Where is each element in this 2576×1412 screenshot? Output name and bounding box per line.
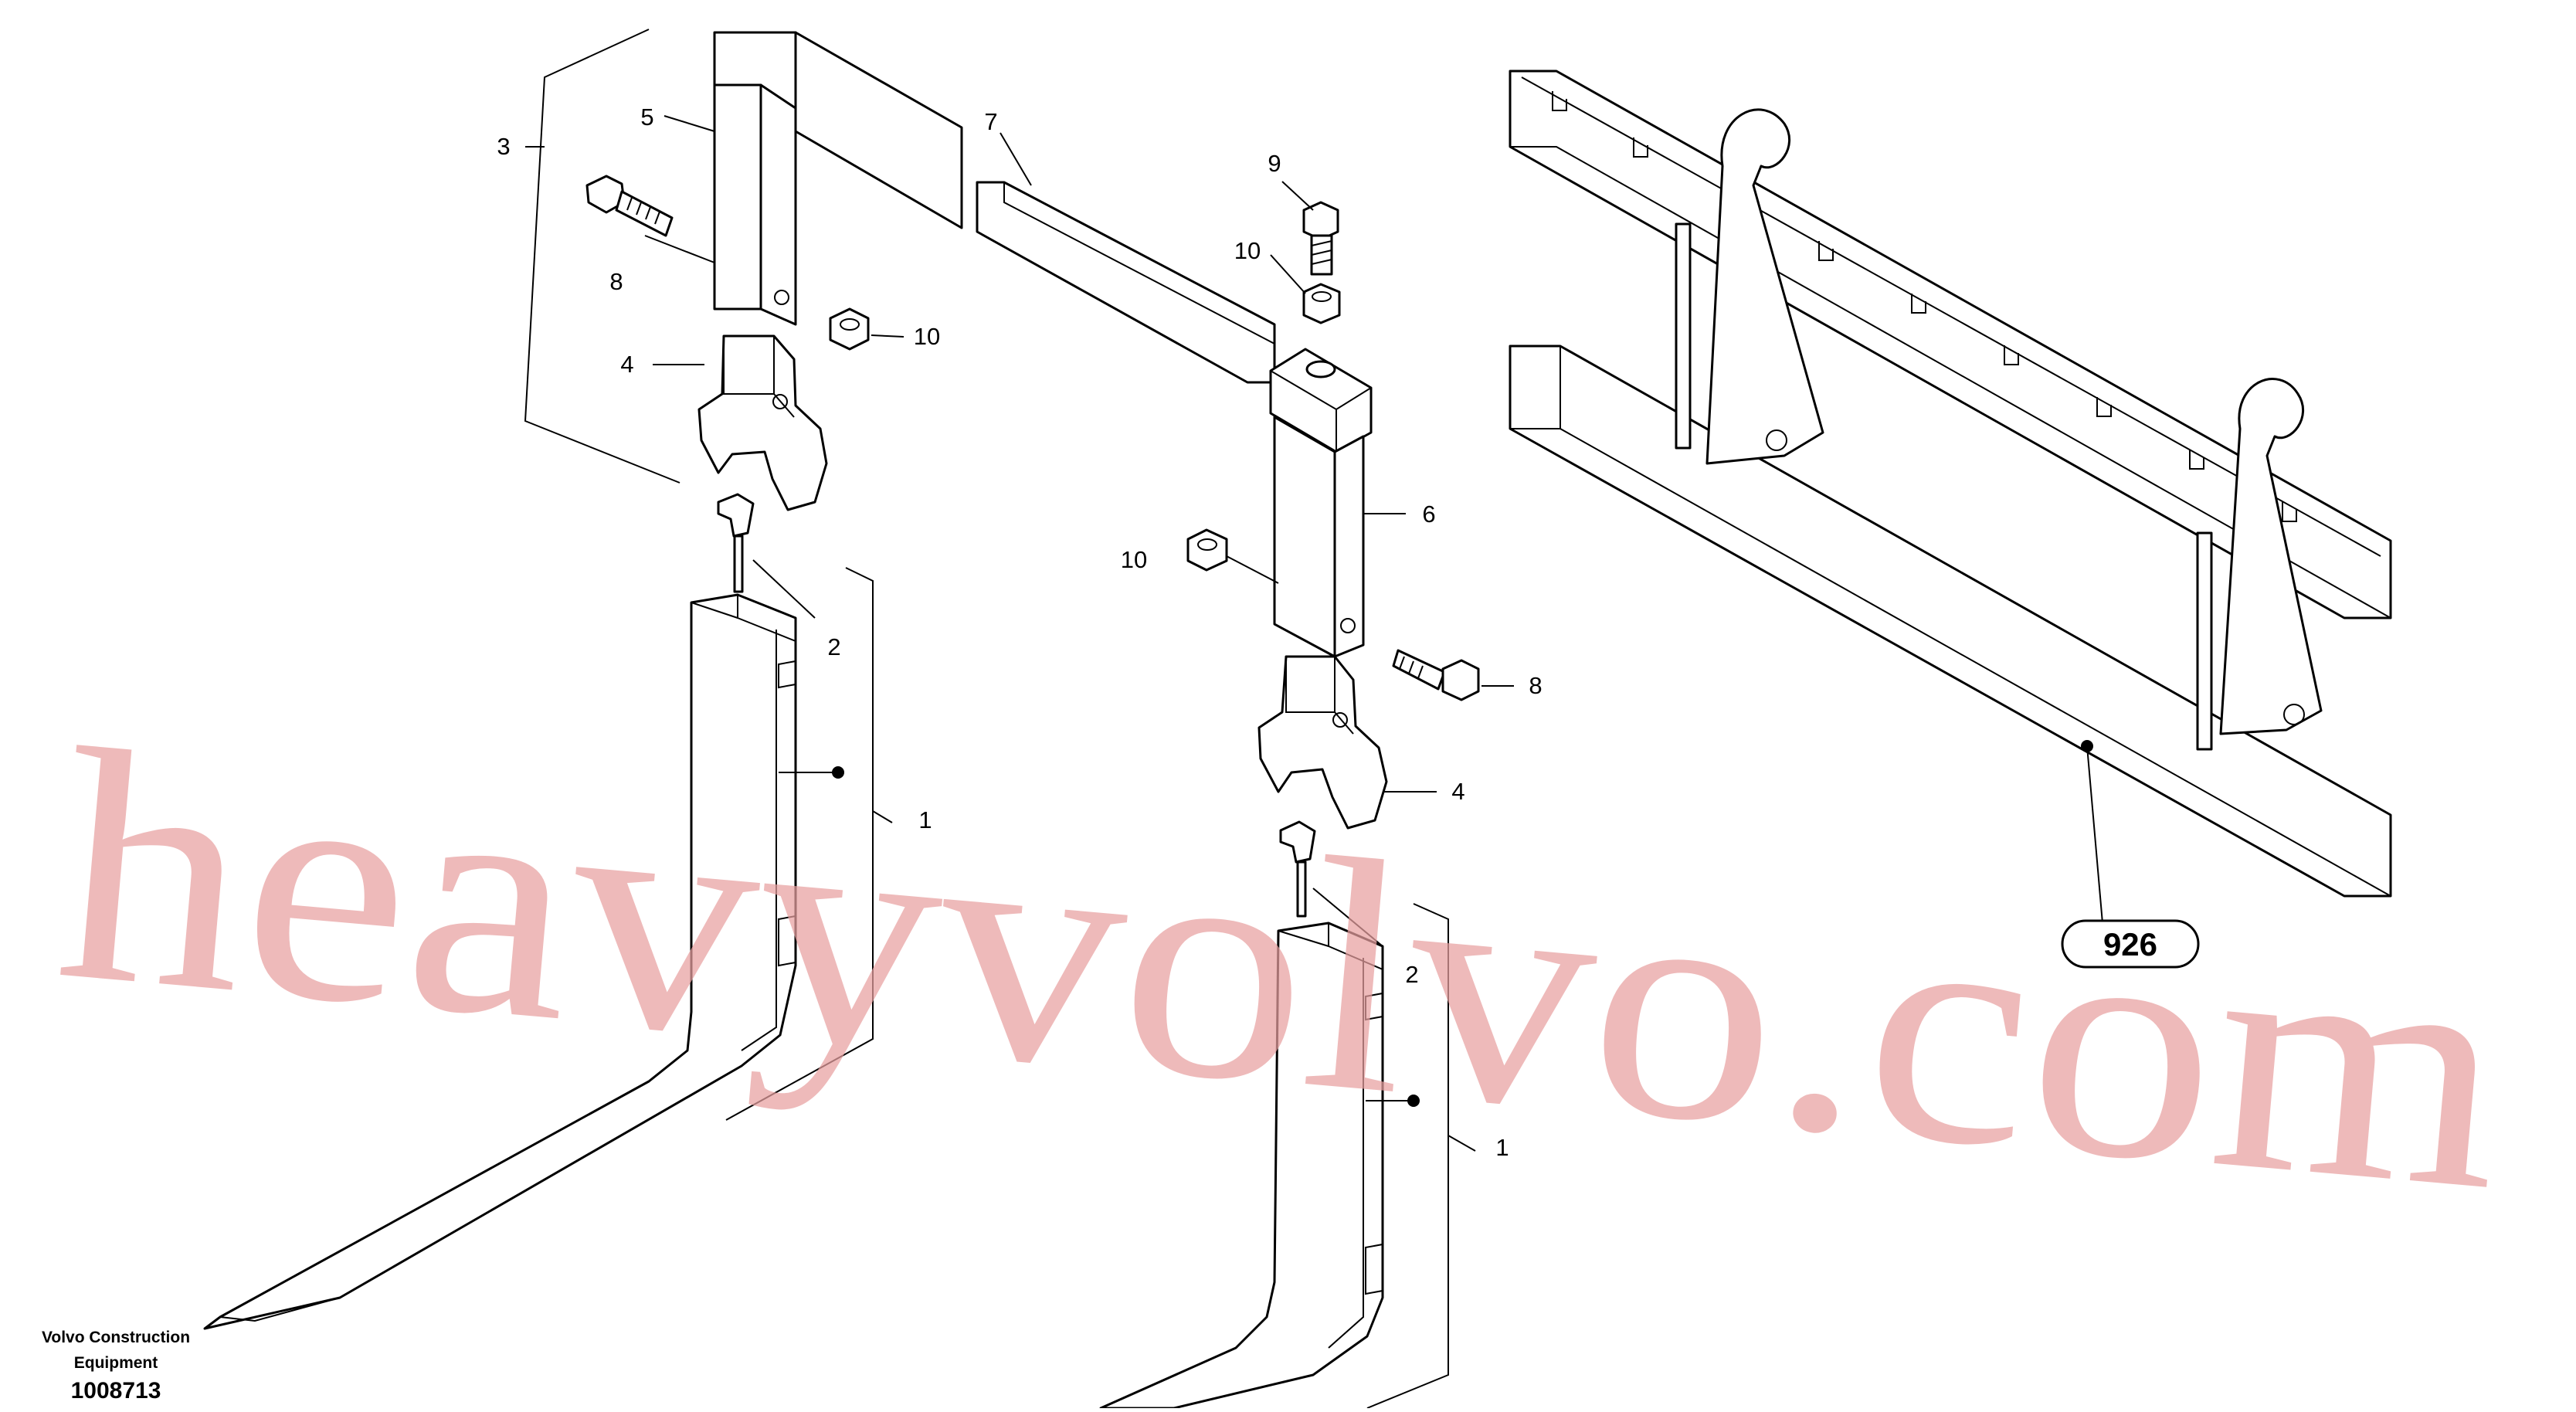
bolt-part-9 xyxy=(1302,201,1339,276)
callout-9: 9 xyxy=(1268,150,1281,177)
leader-lines xyxy=(644,115,1514,947)
reference-badge-926: 926 xyxy=(2061,919,2200,969)
callout-10b: 10 xyxy=(1234,237,1261,264)
footer-drawing-number: 1008713 xyxy=(71,1378,161,1404)
clamp-part-4a xyxy=(697,334,828,511)
callout-10c: 10 xyxy=(1121,546,1147,573)
callout-10a: 10 xyxy=(914,323,940,350)
callout-5: 5 xyxy=(640,104,653,131)
callout-1a: 1 xyxy=(918,806,932,833)
callout-4a: 4 xyxy=(620,351,633,378)
clamp-part-4b xyxy=(1257,655,1388,830)
bolt-part-8b xyxy=(1392,649,1480,701)
callout-6: 6 xyxy=(1422,501,1435,528)
post-part-6 xyxy=(1269,348,1373,658)
callout-3: 3 xyxy=(497,133,510,160)
callout-labels: 3 5 7 8 10 4 2 1 9 10 10 6 8 4 2 1 xyxy=(497,104,1542,1161)
pin-part-2b xyxy=(1279,820,1316,918)
nut-part-10b xyxy=(1302,283,1341,324)
frame-part-5 xyxy=(713,31,963,326)
callout-2a: 2 xyxy=(827,633,840,660)
footer-brand-line2: Equipment xyxy=(74,1354,158,1372)
callout-7: 7 xyxy=(984,108,997,135)
bolt-part-8a xyxy=(585,175,674,237)
footer: Volvo Construction Equipment 1008713 xyxy=(42,1329,190,1404)
crossbar-part-7 xyxy=(976,181,1276,384)
fork-part-1b xyxy=(1099,922,1384,1410)
nut-part-10a xyxy=(829,307,870,351)
callout-8b: 8 xyxy=(1529,672,1542,699)
pin-part-2a xyxy=(717,493,755,593)
callout-1b: 1 xyxy=(1495,1134,1509,1161)
footer-brand-line1: Volvo Construction xyxy=(42,1329,190,1346)
callout-4b: 4 xyxy=(1451,778,1464,805)
nut-part-10c xyxy=(1186,528,1228,572)
bracket-lines xyxy=(524,29,1476,1409)
callout-8a: 8 xyxy=(609,268,623,295)
fork-part-1a xyxy=(203,593,797,1330)
callout-2b: 2 xyxy=(1405,961,1418,988)
carriage-frame xyxy=(1509,70,2392,898)
reference-badge-label: 926 xyxy=(2103,926,2157,962)
